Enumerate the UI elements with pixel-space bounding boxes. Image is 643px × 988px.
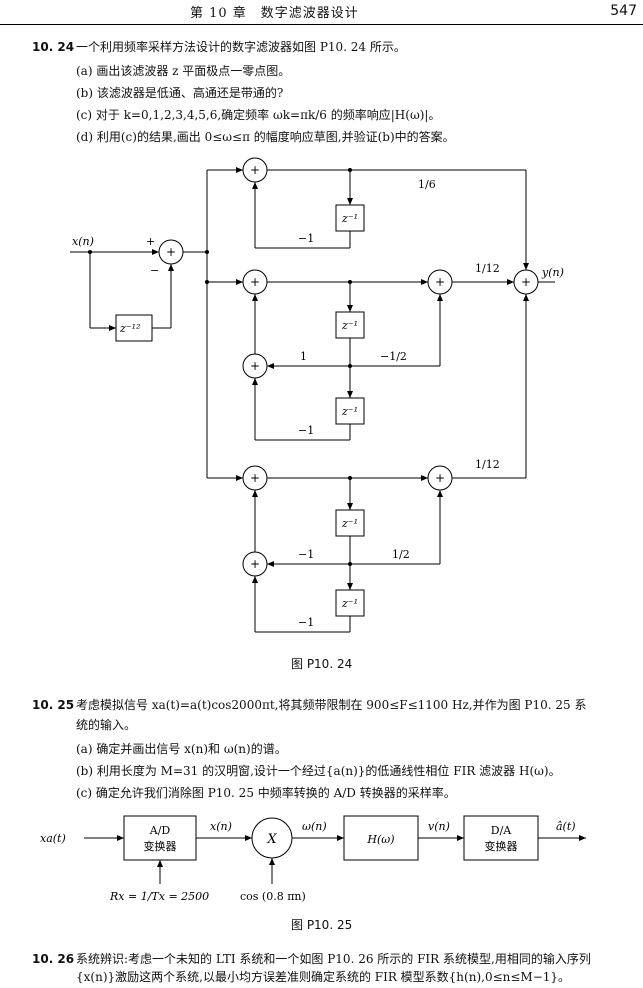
problem-1025-part-a: (a) 确定并画出信号 x(n)和 ω(n)的谱。 (76, 742, 287, 756)
problem-1024-part-c: (c) 对于 k=0,1,2,3,4,5,6,确定频率 ωk=πk/6 的频率响… (76, 108, 441, 122)
problem-1025-part-b: (b) 利用长度为 M=31 的汉明窗,设计一个经过{a(n)}的低通线性相位 … (76, 764, 561, 778)
output-estimate-label: â(t) (556, 820, 576, 833)
delay-label: z⁻¹ (341, 405, 358, 418)
feedback-coef: −1 (298, 616, 314, 629)
ad-converter-box (123, 815, 197, 861)
coef-half: 1/2 (392, 548, 410, 561)
figure-p1025-diagram: xa(t) A/D 变换器 x(n) X ω(n) H(ω) v(n) D/A … (40, 815, 586, 903)
da-label-1: D/A (491, 824, 513, 837)
p1025-input-label: xa(t) (40, 832, 66, 845)
delay-label: z⁻¹ (341, 212, 358, 225)
feedback-coef: −1 (298, 424, 314, 437)
figure-p1025-caption: 图 P10. 25 (291, 918, 353, 932)
da-label-2: 变换器 (485, 839, 518, 853)
feedback-coef: −1 (298, 232, 314, 245)
adder-symbol: + (250, 471, 260, 485)
filter-label: H(ω) (366, 833, 394, 846)
gain-bot-label: 1/12 (475, 458, 500, 471)
da-converter-box (463, 815, 539, 861)
cos-label: cos (0.8 πn) (240, 890, 306, 903)
problem-1025-text-line1: 考虑模拟信号 xa(t)=a(t)cos2000πt,将其频带限制在 900≤F… (76, 698, 587, 712)
problem-number-1025: 10. 25 (32, 698, 75, 712)
multiplier-label: X (266, 832, 277, 847)
adder-symbol: + (250, 163, 260, 177)
delay-label: z⁻¹ (341, 319, 358, 332)
coef-one: 1 (300, 350, 307, 363)
sampling-rate-label: Rx = 1/Tx = 2500 (109, 890, 209, 903)
figure-p1024-diagram: + + + + + + + + + x(n) + − z⁻¹² z⁻¹ z⁻¹ … (70, 157, 564, 633)
adder-symbol: + (250, 359, 260, 373)
problem-1024-part-b: (b) 该滤波器是低通、高通还是带通的? (76, 86, 284, 100)
ad-label-1: A/D (149, 824, 171, 837)
gain-top-label: 1/6 (418, 178, 436, 191)
problem-1024-part-d: (d) 利用(c)的结果,画出 0≤ω≤π 的幅度响应草图,并验证(b)中的答案… (76, 130, 455, 144)
delay-label: z⁻¹ (341, 517, 358, 530)
problem-1025-part-c: (c) 确定允许我们消除图 P10. 25 中频率转换的 A/D 转换器的采样率… (76, 786, 456, 800)
header-rule (0, 24, 643, 25)
problem-1024-part-a: (a) 画出该滤波器 z 平面极点一零点图。 (76, 64, 291, 78)
output-label: y(n) (541, 266, 564, 279)
plus-sign: + (146, 235, 155, 248)
adder-symbol: + (250, 275, 260, 289)
delay-label: z⁻¹ (341, 597, 358, 610)
chapter-title: 第 10 章 数字滤波器设计 (190, 6, 359, 21)
problem-text-1024: 一个利用频率采样方法设计的数字滤波器如图 P10. 24 所示。 (76, 40, 406, 54)
problem-1026-text-line2: {x(n)}激励这两个系统,以最小均方误差准则确定系统的 FIR 模型系数{h(… (76, 970, 571, 984)
adder-symbol: + (435, 471, 445, 485)
xn-label: x(n) (210, 820, 232, 833)
adder-symbol: + (166, 245, 176, 259)
delay-main-label: z⁻¹² (119, 322, 140, 335)
problem-1025-text-line2: 统的输入。 (76, 718, 137, 732)
minus-sign: − (150, 264, 159, 277)
wn-label: ω(n) (302, 820, 327, 833)
figure-p1024-caption: 图 P10. 24 (291, 657, 353, 671)
coef-minus-half: −1/2 (380, 350, 407, 363)
ad-label-2: 变换器 (144, 839, 177, 853)
problem-number-1026: 10. 26 (32, 952, 75, 966)
page-header: 第 10 章 数字滤波器设计 547 (0, 0, 643, 26)
problem-1026-text-line1: 系统辨识:考虑一个未知的 LTI 系统和一个如图 P10. 26 所示的 FIR… (76, 952, 591, 966)
input-label: x(n) (72, 235, 94, 248)
adder-symbol: + (435, 275, 445, 289)
vn-label: v(n) (428, 820, 450, 833)
gain-mid-label: 1/12 (475, 262, 500, 275)
adder-symbol: + (250, 557, 260, 571)
page-number: 547 (610, 3, 637, 19)
adder-symbol: + (521, 275, 531, 289)
feedback-coef: −1 (298, 548, 314, 561)
problem-number-1024: 10. 24 (32, 40, 75, 54)
